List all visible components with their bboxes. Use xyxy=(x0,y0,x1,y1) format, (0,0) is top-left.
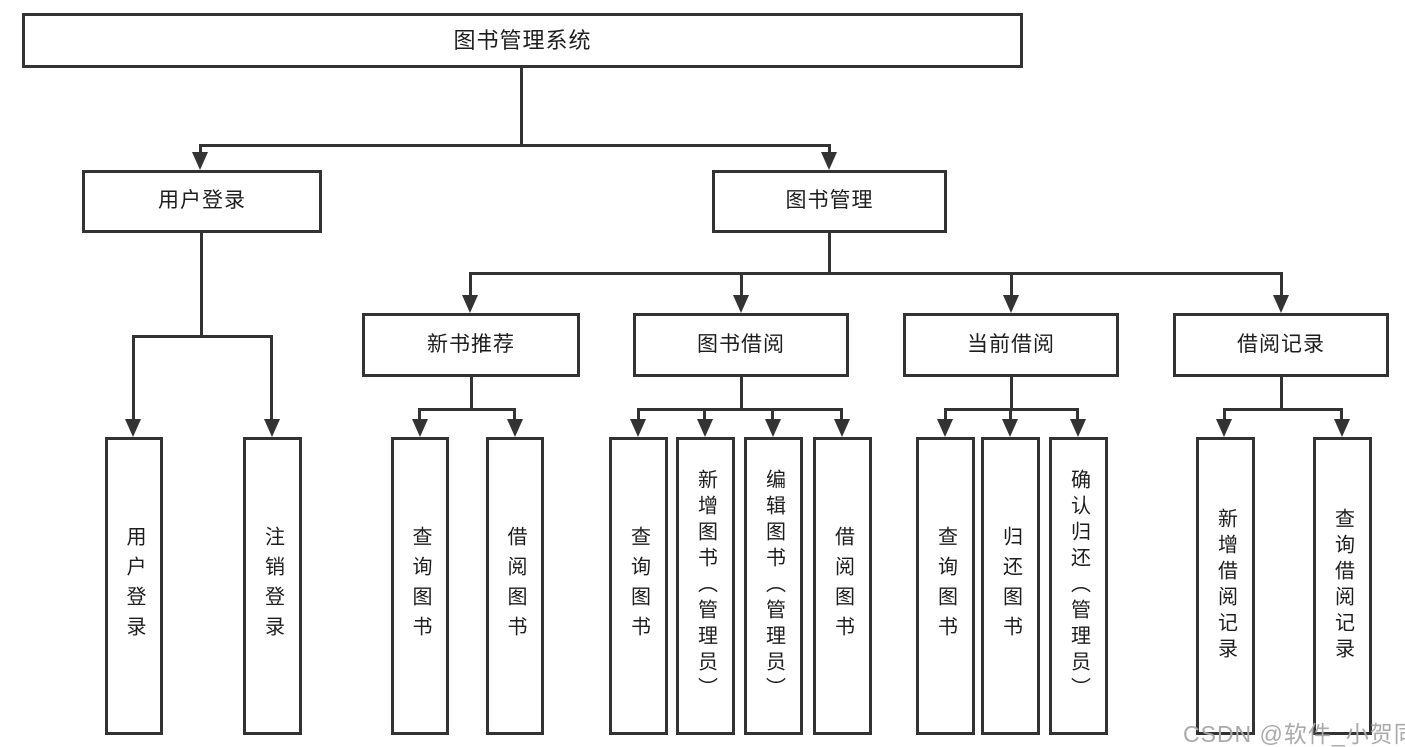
arrowhead-down-icon xyxy=(412,419,428,437)
line xyxy=(1076,408,1079,421)
line xyxy=(199,144,202,156)
node-leaf-query-book-2: 查询图书 xyxy=(609,437,668,735)
arrowhead-down-icon xyxy=(192,152,208,170)
node-leaf-user-login: 用户登录 xyxy=(105,437,163,735)
node-root-library-system: 图书管理系统 xyxy=(22,13,1023,68)
node-new-book-recommend: 新书推荐 xyxy=(362,313,580,377)
line xyxy=(1010,377,1013,408)
arrowhead-down-icon xyxy=(507,419,523,437)
line xyxy=(200,233,203,335)
node-leaf-query-book-1: 查询图书 xyxy=(391,437,449,735)
line xyxy=(132,335,273,338)
line xyxy=(132,335,135,421)
node-current-borrow: 当前借阅 xyxy=(903,313,1119,377)
line xyxy=(1223,408,1343,411)
arrowhead-down-icon xyxy=(264,419,280,437)
node-leaf-borrow-book-2: 借阅图书 xyxy=(813,437,872,735)
line xyxy=(740,272,743,298)
line xyxy=(470,377,473,408)
line xyxy=(469,272,472,298)
node-leaf-add-borrow-record: 新增借阅记录 xyxy=(1196,437,1255,735)
line xyxy=(828,144,831,156)
line xyxy=(1340,408,1343,421)
arrowhead-down-icon xyxy=(1334,419,1350,437)
node-book-management: 图书管理 xyxy=(712,170,947,233)
node-leaf-add-book-admin: 新增图书（管理员） xyxy=(676,437,735,735)
arrowhead-down-icon xyxy=(697,419,713,437)
line xyxy=(513,408,516,421)
arrowhead-down-icon xyxy=(821,152,837,170)
node-leaf-return-book: 归还图书 xyxy=(981,437,1040,735)
line xyxy=(1280,272,1283,298)
arrowhead-down-icon xyxy=(1070,419,1086,437)
line xyxy=(637,408,843,411)
arrowhead-down-icon xyxy=(1002,419,1018,437)
node-user-login: 用户登录 xyxy=(82,170,322,233)
arrowhead-down-icon xyxy=(733,295,749,313)
line xyxy=(418,408,421,421)
line xyxy=(199,144,831,147)
csdn-watermark: CSDN @软件_小贺同学 xyxy=(1183,721,1405,747)
node-leaf-query-book-3: 查询图书 xyxy=(916,437,975,735)
node-borrow-record: 借阅记录 xyxy=(1173,313,1389,377)
node-leaf-edit-book-admin: 编辑图书（管理员） xyxy=(744,437,803,735)
arrowhead-down-icon xyxy=(125,419,141,437)
line xyxy=(469,272,1282,275)
line xyxy=(270,335,273,421)
line xyxy=(419,408,516,411)
node-leaf-logout: 注销登录 xyxy=(243,437,302,735)
line xyxy=(944,408,947,421)
line xyxy=(703,408,706,421)
arrowhead-down-icon xyxy=(1003,295,1019,313)
arrowhead-down-icon xyxy=(765,419,781,437)
arrowhead-down-icon xyxy=(1273,295,1289,313)
line xyxy=(1223,408,1226,421)
line xyxy=(520,68,523,144)
line xyxy=(1010,272,1013,298)
arrowhead-down-icon xyxy=(1216,419,1232,437)
line xyxy=(1280,377,1283,408)
arrowhead-down-icon xyxy=(630,419,646,437)
node-book-borrow: 图书借阅 xyxy=(633,313,849,377)
node-leaf-query-borrow-record: 查询借阅记录 xyxy=(1313,437,1372,735)
line xyxy=(740,377,743,408)
line xyxy=(637,408,640,421)
line xyxy=(840,408,843,421)
arrowhead-down-icon xyxy=(834,419,850,437)
node-leaf-borrow-book-1: 借阅图书 xyxy=(486,437,544,735)
line xyxy=(828,233,831,272)
arrowhead-down-icon xyxy=(462,295,478,313)
arrowhead-down-icon xyxy=(937,419,953,437)
line xyxy=(771,408,774,421)
node-leaf-confirm-return-admin: 确认归还（管理员） xyxy=(1049,437,1108,735)
line xyxy=(1009,408,1012,421)
